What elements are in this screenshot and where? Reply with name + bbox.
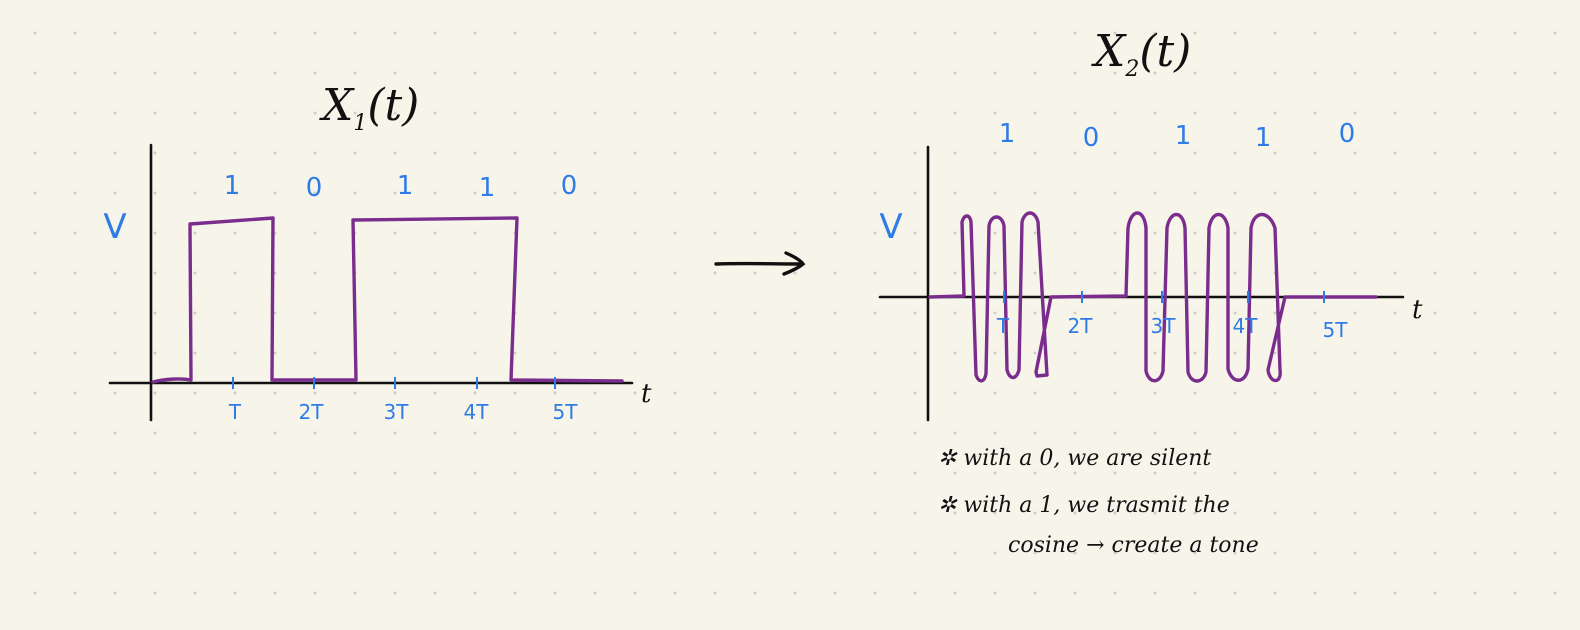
x1-tick-labels: T 2T 3T 4T 5T bbox=[228, 400, 578, 424]
x1-bit-label: 0 bbox=[561, 171, 578, 201]
x2-modulated-wave bbox=[928, 211, 1378, 383]
x1-tick-label: 2T bbox=[299, 400, 325, 424]
x2-tick-label: 5T bbox=[1323, 318, 1349, 342]
note-line: ✲ with a 0, we are silent bbox=[938, 446, 1211, 471]
x1-tick-label: 5T bbox=[553, 400, 579, 424]
x2-title: X2(t) bbox=[1091, 26, 1191, 82]
x2-v-label: V bbox=[879, 207, 902, 247]
x1-tick-marks bbox=[232, 377, 556, 389]
note-line: cosine → create a tone bbox=[1008, 533, 1259, 558]
x1-bit-label: 1 bbox=[224, 171, 241, 201]
transform-arrow bbox=[714, 251, 806, 276]
x2-tick-label: 3T bbox=[1151, 314, 1177, 338]
x1-v-label: V bbox=[103, 207, 126, 247]
x1-bit-label: 1 bbox=[479, 173, 496, 203]
x2-tick-labels: T 2T 3T 4T 5T bbox=[996, 314, 1348, 342]
x1-tick-label: 4T bbox=[464, 400, 490, 424]
x2-bit-labels: 1 0 1 1 0 bbox=[999, 119, 1356, 153]
x2-bit-label: 0 bbox=[1339, 119, 1356, 149]
x1-tick-label: 3T bbox=[384, 400, 410, 424]
x2-tick-label: 2T bbox=[1068, 314, 1094, 338]
x2-tick-label: T bbox=[996, 314, 1010, 338]
x2-tick-marks bbox=[1003, 291, 1325, 303]
arrow-head-icon bbox=[782, 251, 806, 276]
x2-t-label: t bbox=[1412, 295, 1423, 325]
x1-bit-label: 0 bbox=[306, 173, 323, 203]
x1-square-wave bbox=[151, 216, 624, 384]
note-line: ✲ with a 1, we trasmit the bbox=[938, 493, 1230, 518]
x1-title: X1(t) bbox=[319, 80, 419, 136]
x1-bit-labels: 1 0 1 1 0 bbox=[224, 171, 578, 203]
plot-x1: X1(t) t V 1 0 1 1 0 T 2T 3T 4T 5T bbox=[103, 80, 652, 424]
x1-tick-label: T bbox=[228, 400, 242, 424]
x2-bit-label: 1 bbox=[1255, 123, 1272, 153]
x2-bit-label: 0 bbox=[1083, 123, 1100, 153]
handwritten-notes: ✲ with a 0, we are silent ✲ with a 1, we… bbox=[938, 446, 1259, 558]
x1-t-label: t bbox=[641, 379, 652, 409]
x2-bit-label: 1 bbox=[1175, 121, 1192, 151]
plot-x2: X2(t) t V 1 0 1 1 0 T 2T 3T 4T 5T bbox=[878, 26, 1423, 422]
x2-tick-label: 4T bbox=[1233, 314, 1259, 338]
x1-bit-label: 1 bbox=[397, 171, 414, 201]
x2-bit-label: 1 bbox=[999, 119, 1016, 149]
